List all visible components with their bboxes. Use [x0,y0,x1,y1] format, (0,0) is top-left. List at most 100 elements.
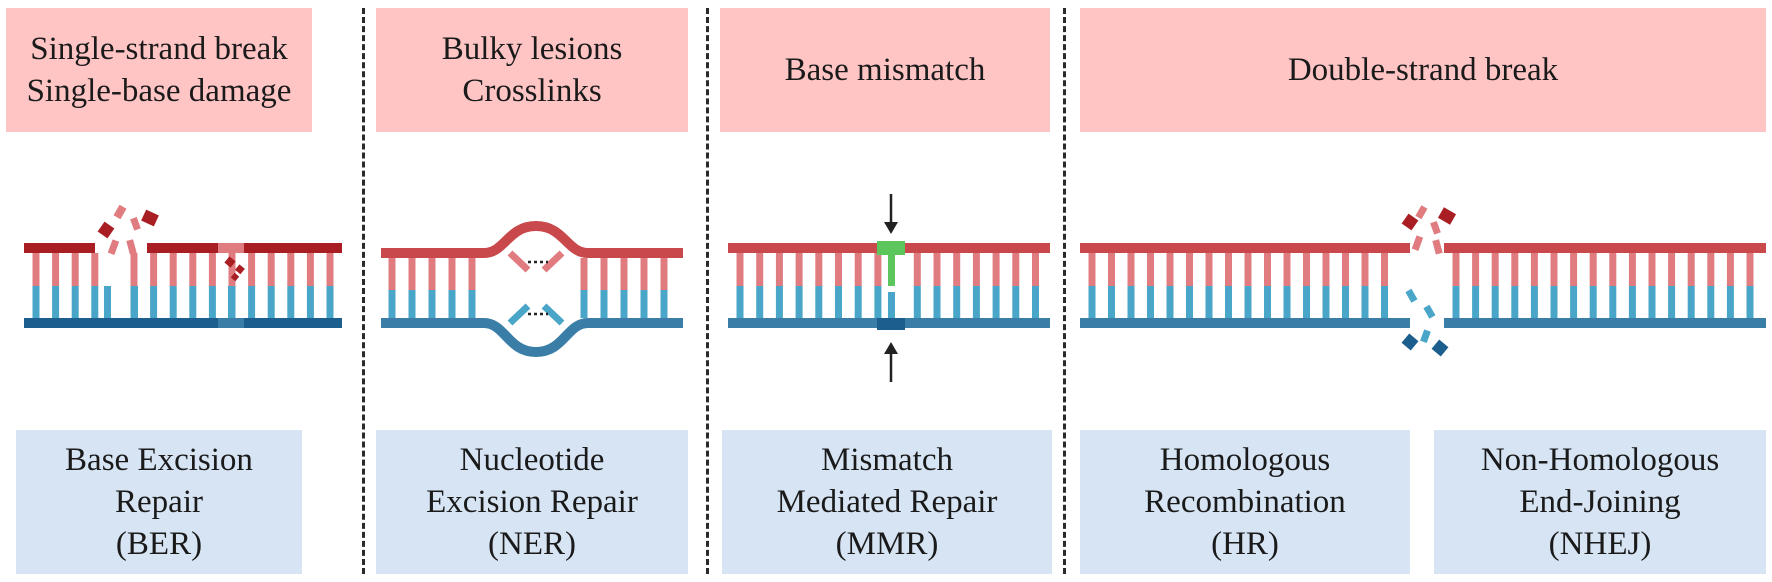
top-base [306,253,314,286]
top-base [1205,253,1213,286]
top-backbone-bulge [381,220,683,258]
bottom-base [468,290,476,318]
column-separator [1063,8,1066,574]
top-base [208,253,216,286]
break-fragment [1430,220,1441,235]
bottom-base [600,290,608,318]
top-base [992,253,1000,286]
repair-label-line: (NHEJ) [1548,526,1652,562]
bottom-base [874,286,882,318]
top-base [660,258,668,290]
mismatch-base [888,253,895,286]
column-separator [362,8,365,574]
damage-label-line: Bulky lesions [441,31,623,67]
bottom-base [580,290,588,318]
arrow-down-head [884,222,898,234]
orphan-base [104,286,111,318]
top-base [1032,253,1039,286]
top-base [1108,253,1115,286]
bottom-base [1609,286,1617,318]
top-base [1342,253,1349,286]
bottom-base [1322,286,1330,318]
bottom-base [660,290,668,318]
top-base [71,253,79,286]
bottom-base [1707,286,1715,318]
tilted-base [507,303,531,326]
top-base [1012,253,1020,286]
dna-dsb-illustration [1080,205,1766,357]
repair-label-line: (BER) [115,526,203,562]
top-base [1361,253,1369,286]
bottom-base [1088,286,1096,318]
top-base [815,253,823,286]
bottom-base [326,286,334,318]
damage-label-line: Double-strand break [1287,52,1559,88]
bottom-base [1726,286,1734,318]
break-fragment [1401,213,1419,231]
damaged-backbone-segment [218,318,244,328]
top-base [1088,253,1096,286]
top-base [1381,253,1388,286]
bottom-base [756,286,764,318]
top-base [1452,253,1460,286]
top-base [953,253,961,286]
repair-label-line: Repair [115,484,203,520]
strand-gap [95,241,147,255]
damage-label-line: Crosslinks [462,73,602,109]
top-base [854,253,862,286]
bottom-base [775,286,783,318]
top-base [835,253,842,286]
bottom-base [267,286,275,318]
released-fragment [130,216,141,231]
released-fragment [113,204,127,220]
top-base [468,258,476,290]
bottom-base [933,286,941,318]
bottom-base [169,286,177,318]
top-base [1166,253,1174,286]
bottom-base [992,286,1000,318]
break-fragment [1420,329,1431,344]
break-fragment [1423,304,1436,319]
top-base [326,253,334,286]
damaged-backbone-segment [218,243,244,253]
bottom-base [1491,286,1499,318]
top-base [1609,253,1617,286]
top-backbone-left [1080,243,1410,253]
repair-label-line: Recombination [1144,484,1346,520]
top-base [1589,253,1597,286]
dna-ber-illustration [24,204,342,328]
column-separator [706,8,709,574]
damage-label-line: Single-base damage [26,73,292,109]
repair-label-line: Base Excision [65,442,253,478]
top-base [756,253,764,286]
orphan-base [131,286,138,318]
repair-box-mmr: Mismatch Mediated Repair (MMR) [722,430,1052,574]
bottom-base [1127,286,1135,318]
repair-box-hr: Homologous Recombination (HR) [1080,430,1410,574]
bottom-base [795,286,803,318]
top-base [408,258,416,290]
bottom-backbone-bulge [381,318,683,358]
top-base [1186,253,1193,286]
damage-box-mismatch: Base mismatch [720,8,1050,132]
bottom-base [1746,286,1754,318]
damaged-base-fragment [224,256,236,268]
top-base [972,253,980,286]
bottom-base [1225,286,1232,318]
bottom-base [1550,286,1558,318]
bottom-base [91,286,99,318]
bottom-base [913,286,921,318]
bottom-base [1381,286,1388,318]
bottom-base [1648,286,1656,318]
bottom-base [189,286,197,318]
repair-box-ber: Base Excision Repair (BER) [16,430,302,574]
top-base [1570,253,1578,286]
bottom-base [953,286,961,318]
bottom-base [1570,286,1578,318]
repair-box-nhej: Non-Homologous End-Joining (NHEJ) [1434,430,1766,574]
top-base [640,258,648,290]
top-base [933,253,941,286]
repair-label-line: (MMR) [835,526,939,562]
top-base [1687,253,1695,286]
bottom-base [248,286,256,318]
